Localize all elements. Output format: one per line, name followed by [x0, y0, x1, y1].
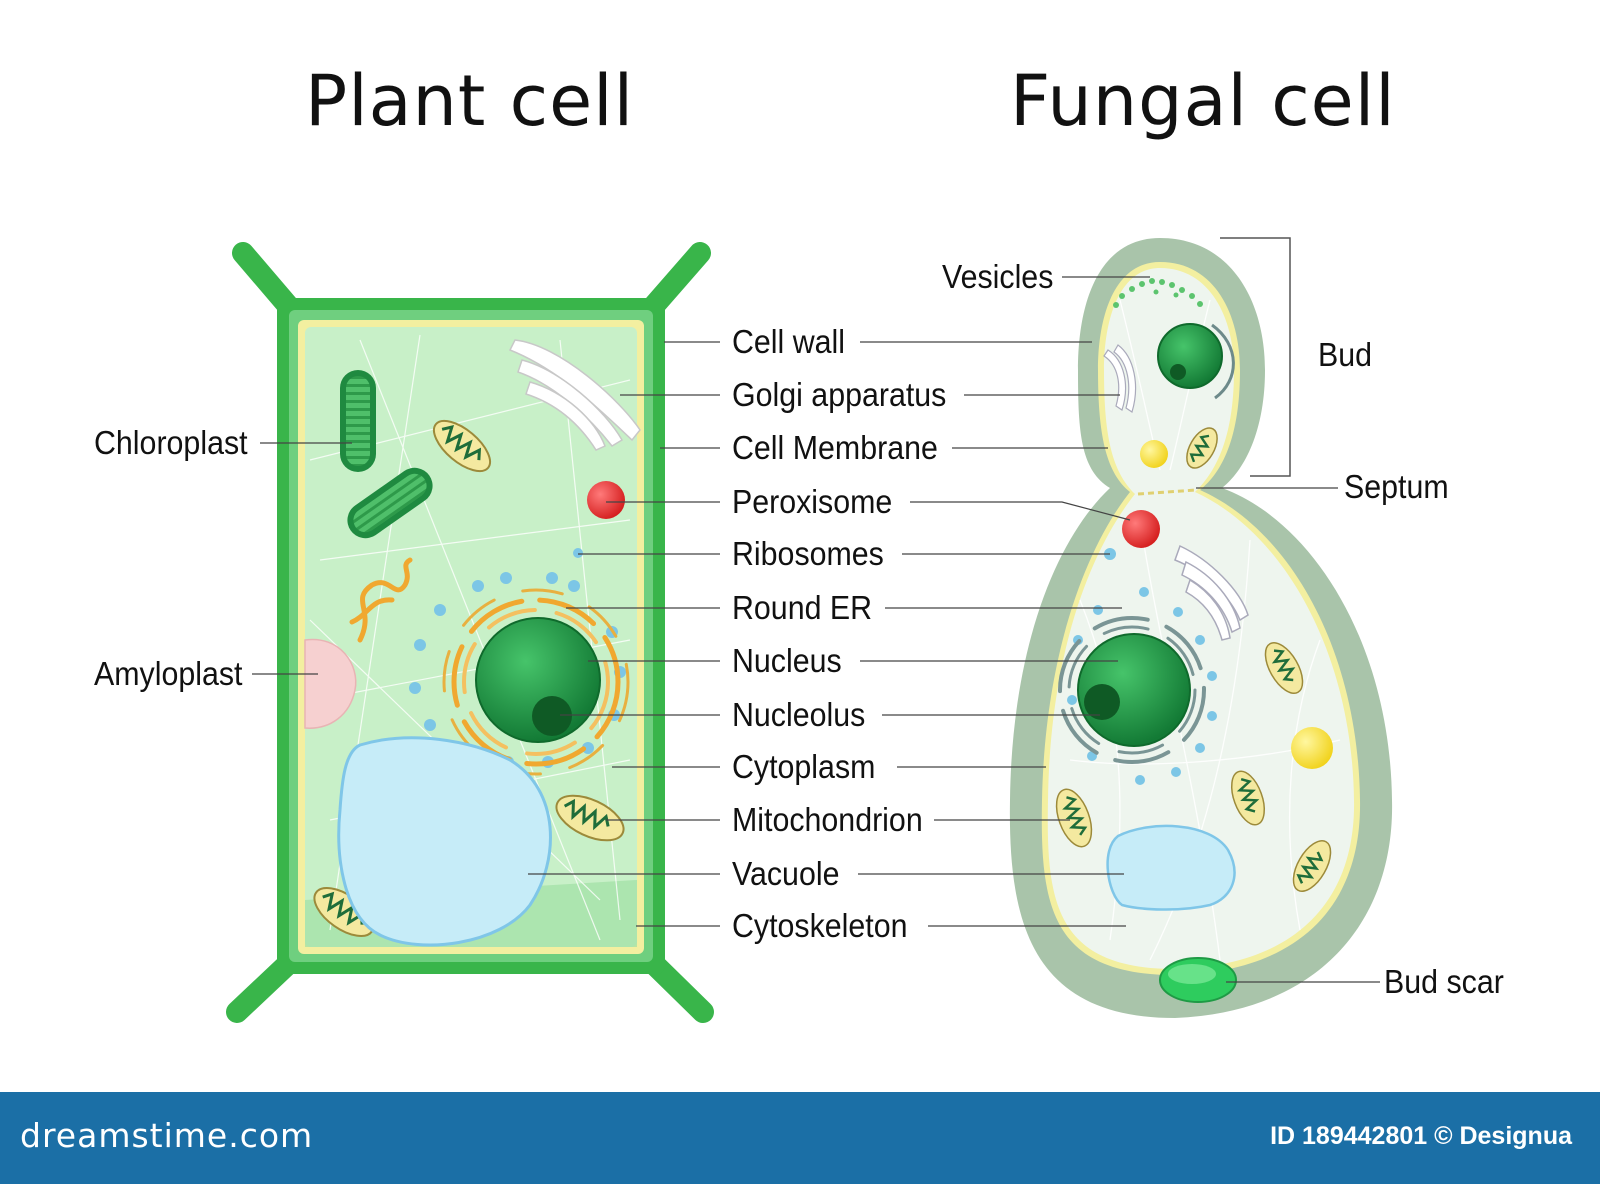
- label-amyloplast: Amyloplast: [94, 655, 243, 692]
- label-cytoskeleton: Cytoskeleton: [732, 907, 908, 944]
- label-septum: Septum: [1344, 468, 1449, 505]
- label-bud-scar: Bud scar: [1384, 963, 1504, 1000]
- bud-bracket: [1220, 237, 1291, 477]
- plant-rough-er: [442, 588, 630, 776]
- plant-vacuole: [337, 736, 552, 947]
- fungal-ribosomes: [1067, 548, 1217, 785]
- fungal-cytoplasm: [1047, 268, 1355, 969]
- plant-peroxisome: [587, 481, 625, 519]
- plant-golgi-apparatus: [508, 339, 641, 451]
- fungal-bud-nucleus: [1157, 323, 1223, 389]
- label-peroxisome: Peroxisome: [732, 483, 893, 520]
- plant-cell: [226, 242, 714, 1023]
- fungal-cell-title: Fungal cell: [1010, 60, 1396, 142]
- label-cytoplasm: Cytoplasm: [732, 748, 876, 785]
- chloroplast-2: [347, 467, 433, 539]
- label-nucleus: Nucleus: [732, 642, 842, 679]
- fungal-peroxisome: [1122, 510, 1160, 548]
- diagram-stage: Plant cell Fungal cell: [94, 60, 1504, 1023]
- amyloplast: [304, 638, 357, 729]
- fungal-mitochondrion-3: [1230, 770, 1266, 826]
- label-vesicles: Vesicles: [942, 258, 1054, 295]
- footer-site-name: dreamstime.com: [20, 1116, 314, 1155]
- leader-lines: [252, 276, 1380, 983]
- fungal-lipid: [1291, 727, 1333, 769]
- fungal-vacuole: [1106, 824, 1236, 911]
- plant-nucleolus: [532, 696, 572, 736]
- footer-bar: dreamstime.com ID 189442801 © Designua: [0, 1092, 1600, 1184]
- fungal-bud-lipid: [1140, 440, 1168, 468]
- fungal-mitochondrion-2: [1264, 642, 1304, 694]
- plant-mitochondrion-2: [555, 794, 625, 842]
- label-round-er: Round ER: [732, 589, 873, 626]
- plant-mitochondrion-1: [432, 419, 492, 473]
- label-golgi-apparatus: Golgi apparatus: [732, 376, 947, 413]
- cell-diagram-graphic: [226, 237, 1393, 1023]
- fungal-nucleolus: [1084, 684, 1120, 720]
- label-vacuole: Vacuole: [732, 855, 840, 892]
- label-bud: Bud: [1318, 336, 1373, 373]
- label-ribosomes: Ribosomes: [732, 535, 884, 572]
- label-mitochondrion: Mitochondrion: [732, 801, 923, 838]
- fungal-round-er: [1058, 616, 1206, 764]
- label-chloroplast: Chloroplast: [94, 424, 248, 461]
- fungal-golgi-apparatus: [1174, 544, 1249, 641]
- chloroplast-1: [340, 370, 376, 472]
- fungal-mitochondrion-4: [1292, 840, 1332, 892]
- plant-smooth-er: [349, 557, 413, 643]
- fungal-cell: [1009, 237, 1393, 1018]
- label-nucleolus: Nucleolus: [732, 696, 866, 733]
- footer-credit: ID 189442801 © Designua: [1270, 1122, 1572, 1150]
- fungal-bud-golgi: [1103, 344, 1137, 413]
- fungal-mitochondrion-1: [1055, 788, 1093, 848]
- label-cell-wall: Cell wall: [732, 323, 846, 360]
- label-cell-membrane: Cell Membrane: [732, 429, 938, 466]
- fungal-bud-mitochondrion: [1186, 427, 1218, 469]
- fungal-vesicles: [1113, 278, 1203, 308]
- plant-cell-title: Plant cell: [305, 60, 635, 142]
